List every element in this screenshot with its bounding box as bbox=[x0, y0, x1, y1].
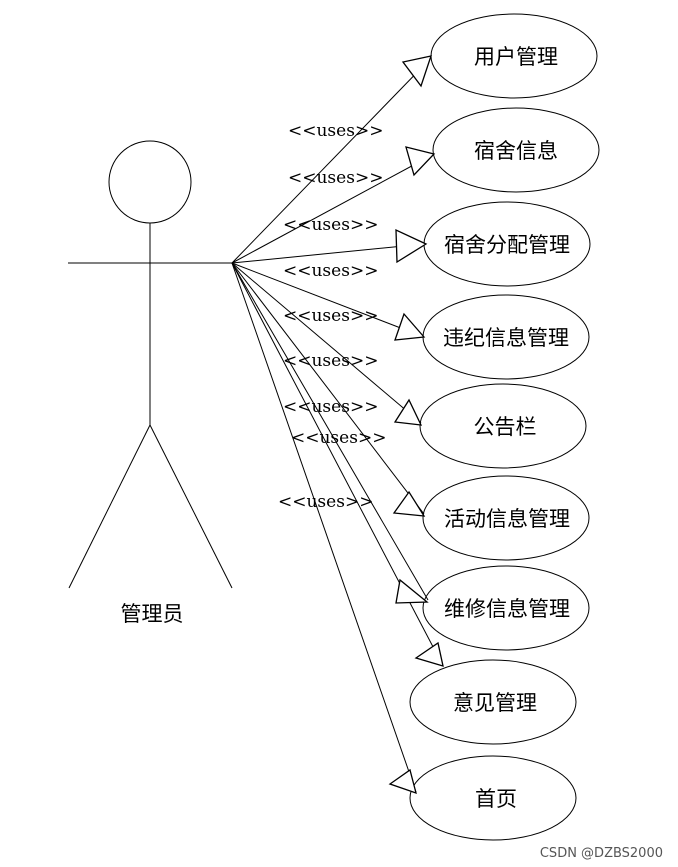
association-line bbox=[231, 262, 425, 515]
use-case-ellipse bbox=[432, 107, 600, 193]
arrowhead bbox=[405, 146, 436, 177]
actor-label: 管理员 bbox=[121, 602, 184, 626]
use-case-label: 维修信息管理 bbox=[444, 597, 570, 621]
arrowheads bbox=[388, 55, 444, 795]
arrowhead bbox=[394, 312, 426, 341]
stereotype-label: <<uses>> bbox=[291, 428, 386, 448]
arrowhead bbox=[395, 228, 428, 264]
association-line bbox=[231, 262, 425, 338]
actor-figure bbox=[68, 140, 233, 589]
arrowhead bbox=[392, 490, 426, 517]
use-case-bulletin-board: 公告栏 bbox=[419, 383, 587, 469]
use-case-label: 宿舍信息 bbox=[474, 139, 558, 163]
arrowhead bbox=[395, 578, 429, 604]
actor-right-leg bbox=[149, 424, 233, 589]
use-case-ellipse bbox=[409, 659, 577, 745]
stereotype-label: <<uses>> bbox=[283, 261, 378, 281]
stereotype-label: <<uses>> bbox=[283, 306, 378, 326]
use-case-label: 公告栏 bbox=[474, 415, 537, 439]
use-case-ellipse bbox=[422, 565, 590, 651]
actor-left-leg bbox=[68, 424, 151, 589]
use-case-ellipse bbox=[419, 383, 587, 469]
use-case-discipline-info: 违纪信息管理 bbox=[422, 294, 590, 380]
use-case-label: 意见管理 bbox=[453, 691, 537, 715]
arrowhead bbox=[388, 768, 417, 795]
association-line bbox=[231, 262, 429, 601]
use-case-activity-info: 活动信息管理 bbox=[422, 475, 590, 561]
use-case-label: 宿舍分配管理 bbox=[444, 233, 570, 257]
association-line bbox=[231, 262, 422, 424]
use-case-label: 违纪信息管理 bbox=[443, 326, 569, 350]
stereotype-label: <<uses>> bbox=[283, 397, 378, 417]
use-case-label: 活动信息管理 bbox=[444, 507, 570, 531]
association-line bbox=[231, 57, 432, 264]
use-case-ellipse bbox=[422, 475, 590, 561]
association-line bbox=[231, 262, 417, 793]
use-case-repair-info: 维修信息管理 bbox=[422, 565, 590, 651]
association-line bbox=[231, 153, 435, 264]
association-lines bbox=[231, 57, 443, 793]
stereotype-label: <<uses>> bbox=[283, 351, 378, 371]
use-case-feedback-management: 意见管理 bbox=[409, 659, 577, 745]
stereotype-label: <<uses>> bbox=[283, 215, 378, 235]
use-case-label: 首页 bbox=[475, 787, 517, 811]
use-case-home-page: 首页 bbox=[409, 755, 577, 841]
watermark-text: CSDN @DZBS2000 bbox=[540, 846, 663, 861]
use-case-dorm-allocation: 宿舍分配管理 bbox=[423, 201, 591, 287]
arrowhead bbox=[393, 398, 423, 426]
use-case-label: 用户管理 bbox=[474, 45, 558, 69]
arrowhead bbox=[401, 55, 432, 88]
use-case-ellipse bbox=[409, 755, 577, 841]
stereotype-label: <<uses>> bbox=[278, 492, 373, 512]
association-line bbox=[231, 243, 425, 264]
arrowhead bbox=[414, 641, 444, 667]
stereotype-label: <<uses>> bbox=[288, 121, 383, 141]
use-case-user-management: 用户管理 bbox=[430, 13, 598, 99]
stereotype-label: <<uses>> bbox=[288, 168, 383, 188]
stereotype-labels: <<uses>> <<uses>> <<uses>> <<uses>> <<us… bbox=[278, 121, 386, 512]
use-case-dorm-info: 宿舍信息 bbox=[432, 107, 600, 193]
actor-head bbox=[108, 140, 192, 224]
